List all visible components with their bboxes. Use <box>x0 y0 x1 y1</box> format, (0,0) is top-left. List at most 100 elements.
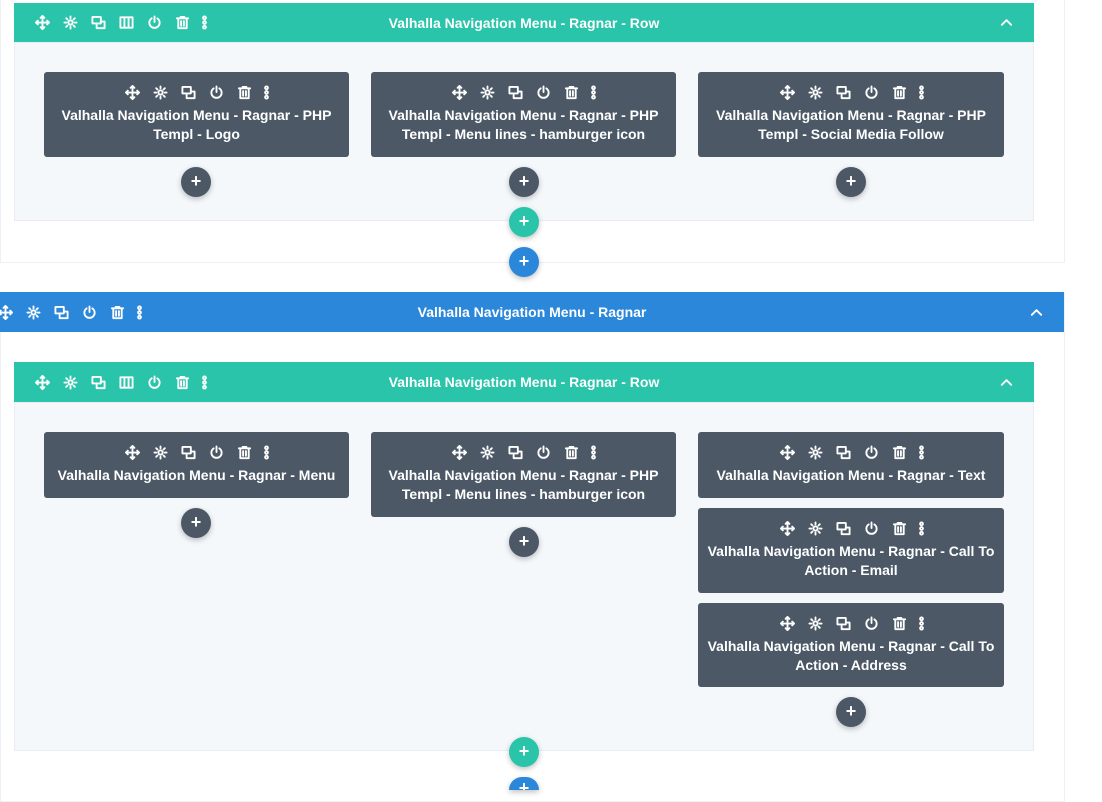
move-icon[interactable] <box>28 370 56 394</box>
section-2-header[interactable]: Valhalla Navigation Menu - Ragnar <box>0 292 1064 332</box>
power-icon[interactable] <box>75 300 103 324</box>
module-label: Valhalla Navigation Menu - Ragnar - Menu <box>57 467 336 483</box>
duplicate-icon[interactable] <box>829 611 857 635</box>
gear-icon[interactable] <box>801 516 829 540</box>
more-icon[interactable] <box>913 516 929 540</box>
add-row-button[interactable]: + <box>509 207 539 237</box>
power-icon[interactable] <box>203 440 231 464</box>
module-menu-lines[interactable]: Valhalla Navigation Menu - Ragnar - PHP … <box>371 72 676 157</box>
trash-icon[interactable] <box>168 370 196 394</box>
trash-icon[interactable] <box>231 440 259 464</box>
module-label: Valhalla Navigation Menu - Ragnar - PHP … <box>61 107 332 142</box>
trash-icon[interactable] <box>168 11 196 35</box>
add-module-button[interactable]: + <box>509 167 539 197</box>
columns-icon[interactable] <box>112 11 140 35</box>
power-icon[interactable] <box>140 11 168 35</box>
power-icon[interactable] <box>530 440 558 464</box>
trash-icon[interactable] <box>231 80 259 104</box>
trash-icon[interactable] <box>885 440 913 464</box>
more-icon[interactable] <box>196 11 212 35</box>
add-module-button[interactable]: + <box>181 508 211 538</box>
move-icon[interactable] <box>773 516 801 540</box>
module-toolbar <box>704 516 998 540</box>
gear-icon[interactable] <box>801 440 829 464</box>
module-cta-address[interactable]: Valhalla Navigation Menu - Ragnar - Call… <box>698 603 1004 687</box>
duplicate-icon[interactable] <box>502 80 530 104</box>
duplicate-icon[interactable] <box>47 300 75 324</box>
more-icon[interactable] <box>586 80 602 104</box>
module-text[interactable]: Valhalla Navigation Menu - Ragnar - Text <box>698 432 1004 498</box>
duplicate-icon[interactable] <box>502 440 530 464</box>
more-icon[interactable] <box>131 300 147 324</box>
trash-icon[interactable] <box>103 300 131 324</box>
row-1-header[interactable]: Valhalla Navigation Menu - Ragnar - Row <box>14 3 1034 42</box>
gear-icon[interactable] <box>801 611 829 635</box>
move-icon[interactable] <box>119 80 147 104</box>
gear-icon[interactable] <box>147 440 175 464</box>
power-icon[interactable] <box>857 516 885 540</box>
module-toolbar <box>50 440 343 464</box>
module-label: Valhalla Navigation Menu - Ragnar - Call… <box>707 638 995 673</box>
power-icon[interactable] <box>530 80 558 104</box>
add-module-button[interactable]: + <box>836 167 866 197</box>
duplicate-icon[interactable] <box>829 80 857 104</box>
more-icon[interactable] <box>586 440 602 464</box>
power-icon[interactable] <box>203 80 231 104</box>
trash-icon[interactable] <box>885 611 913 635</box>
gear-icon[interactable] <box>56 11 84 35</box>
gear-icon[interactable] <box>56 370 84 394</box>
gear-icon[interactable] <box>19 300 47 324</box>
move-icon[interactable] <box>773 80 801 104</box>
module-label: Valhalla Navigation Menu - Ragnar - Call… <box>707 543 995 578</box>
trash-icon[interactable] <box>558 440 586 464</box>
module-menu-lines[interactable]: Valhalla Navigation Menu - Ragnar - PHP … <box>371 432 676 517</box>
row-2-header[interactable]: Valhalla Navigation Menu - Ragnar - Row <box>14 362 1034 402</box>
power-icon[interactable] <box>857 440 885 464</box>
move-icon[interactable] <box>773 440 801 464</box>
gear-icon[interactable] <box>147 80 175 104</box>
move-icon[interactable] <box>446 440 474 464</box>
add-module-button[interactable]: + <box>181 167 211 197</box>
power-icon[interactable] <box>140 370 168 394</box>
more-icon[interactable] <box>259 440 275 464</box>
add-module-button[interactable]: + <box>509 527 539 557</box>
move-icon[interactable] <box>28 11 56 35</box>
trash-icon[interactable] <box>558 80 586 104</box>
module-logo[interactable]: Valhalla Navigation Menu - Ragnar - PHP … <box>44 72 349 157</box>
gear-icon[interactable] <box>474 440 502 464</box>
duplicate-icon[interactable] <box>84 11 112 35</box>
add-section-button[interactable]: + <box>509 777 539 790</box>
more-icon[interactable] <box>196 370 212 394</box>
duplicate-icon[interactable] <box>829 516 857 540</box>
module-social-follow[interactable]: Valhalla Navigation Menu - Ragnar - PHP … <box>698 72 1004 157</box>
module-label: Valhalla Navigation Menu - Ragnar - Text <box>716 467 986 483</box>
module-menu[interactable]: Valhalla Navigation Menu - Ragnar - Menu <box>44 432 349 498</box>
trash-icon[interactable] <box>885 516 913 540</box>
power-icon[interactable] <box>857 80 885 104</box>
columns-icon[interactable] <box>112 370 140 394</box>
add-section-button[interactable]: + <box>509 247 539 277</box>
chevron-up-icon[interactable] <box>992 11 1020 35</box>
duplicate-icon[interactable] <box>829 440 857 464</box>
section-2-title: Valhalla Navigation Menu - Ragnar <box>417 304 647 320</box>
more-icon[interactable] <box>913 611 929 635</box>
module-cta-email[interactable]: Valhalla Navigation Menu - Ragnar - Call… <box>698 508 1004 593</box>
add-module-button[interactable]: + <box>836 697 866 727</box>
duplicate-icon[interactable] <box>175 80 203 104</box>
move-icon[interactable] <box>773 611 801 635</box>
more-icon[interactable] <box>913 440 929 464</box>
move-icon[interactable] <box>446 80 474 104</box>
trash-icon[interactable] <box>885 80 913 104</box>
more-icon[interactable] <box>259 80 275 104</box>
more-icon[interactable] <box>913 80 929 104</box>
gear-icon[interactable] <box>801 80 829 104</box>
chevron-up-icon[interactable] <box>1022 300 1050 324</box>
duplicate-icon[interactable] <box>84 370 112 394</box>
power-icon[interactable] <box>857 611 885 635</box>
move-icon[interactable] <box>0 300 19 324</box>
chevron-up-icon[interactable] <box>992 370 1020 394</box>
add-row-button[interactable]: + <box>509 737 539 767</box>
move-icon[interactable] <box>119 440 147 464</box>
duplicate-icon[interactable] <box>175 440 203 464</box>
gear-icon[interactable] <box>474 80 502 104</box>
